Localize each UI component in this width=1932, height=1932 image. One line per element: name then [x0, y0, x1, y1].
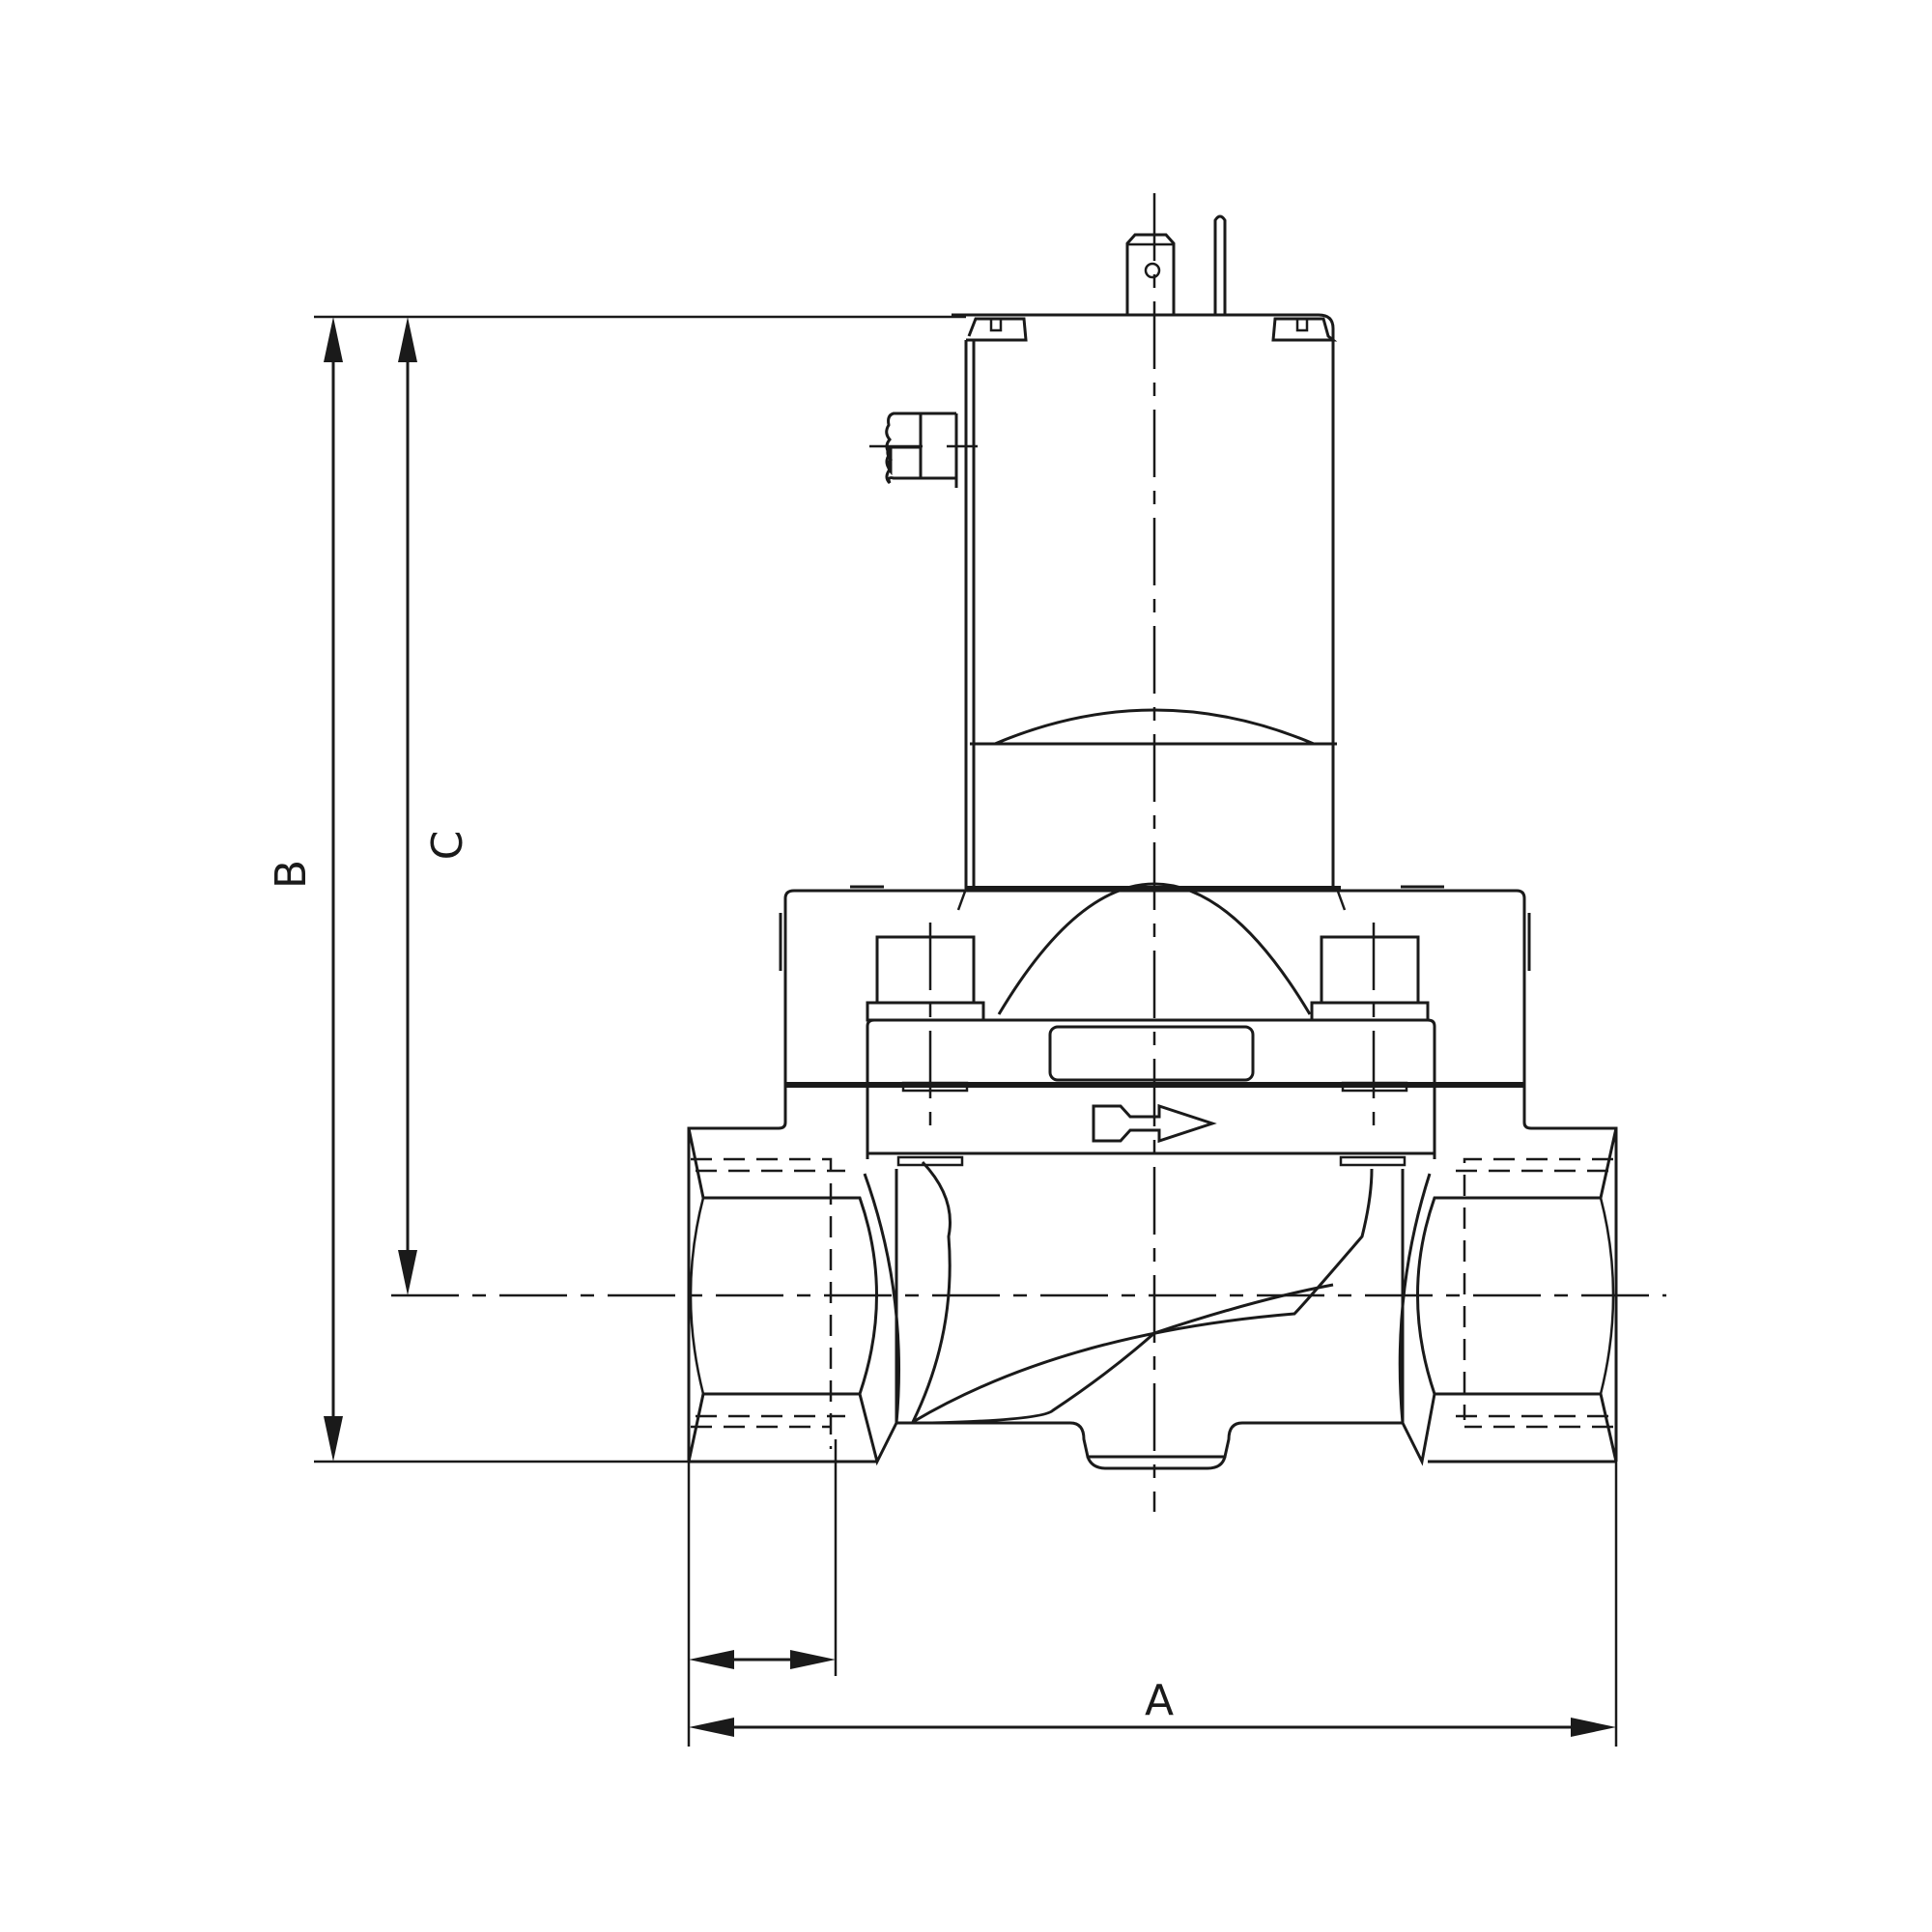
spade-terminal [1125, 233, 1176, 314]
coil-clip-left [966, 317, 1028, 342]
ground-pin [1213, 214, 1227, 314]
coil-clip-right [1271, 317, 1338, 342]
center-lines [391, 193, 1666, 1512]
diaphragm-arc [997, 882, 1312, 1015]
dimension-b: B [267, 315, 966, 1463]
dimension-label-c: C [423, 831, 472, 861]
bonnet [779, 882, 1531, 1159]
dimension-label-a: A [1145, 1676, 1174, 1725]
side-connector [869, 412, 978, 488]
bolt-nut-right [1320, 935, 1420, 1005]
port-right [1398, 1127, 1618, 1466]
port-left [687, 1127, 900, 1466]
nameplate [1048, 1025, 1255, 1082]
dimension-c: C [398, 317, 472, 1295]
valve-body [687, 1082, 1618, 1470]
dimension-thread-depth [689, 1439, 838, 1676]
coil [869, 313, 1338, 889]
terminal-hole [1144, 262, 1161, 279]
coil-dome [994, 708, 1315, 746]
dimension-a: A [687, 1462, 1618, 1747]
coil-terminals [1125, 214, 1227, 314]
flow-direction-arrow-icon [1092, 1103, 1217, 1144]
dimension-label-b: B [267, 860, 316, 889]
bolt-nut-left [875, 935, 976, 1005]
